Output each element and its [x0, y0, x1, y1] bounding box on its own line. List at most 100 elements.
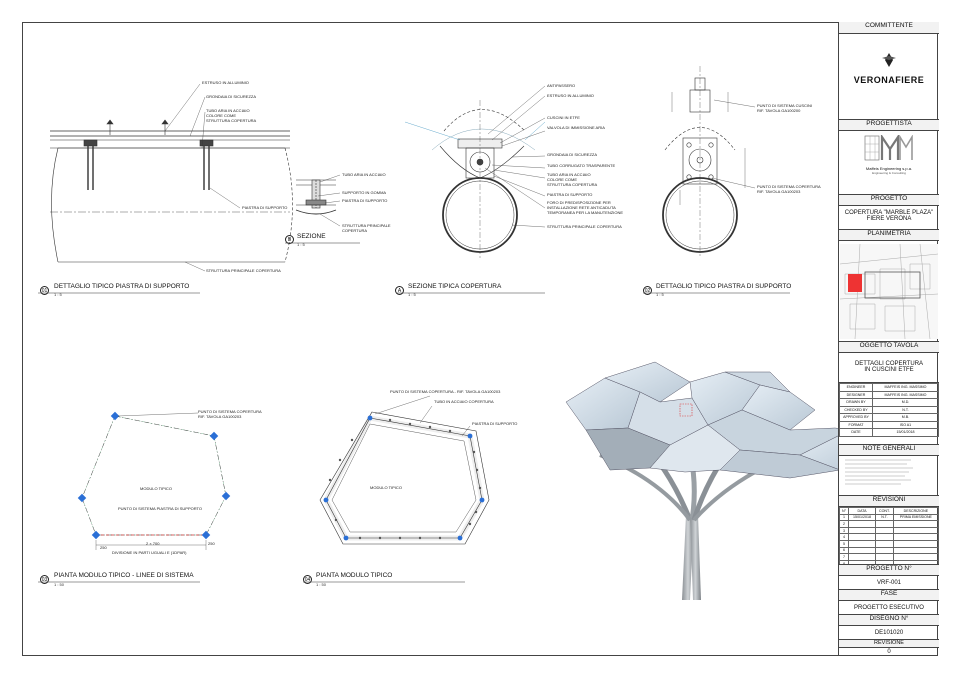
rev-row: 7: [838, 553, 940, 561]
v03-title: PIANTA MODULO TIPICO - LINEE DI SISTEMA: [54, 572, 194, 579]
title-block: COMMITTENTE VERONAFIERE PROGETTISTA Maff…: [838, 22, 940, 656]
notes-area: [839, 455, 939, 495]
project-line-2: FIERE VERONA: [866, 216, 912, 222]
info-key: CHECKED BY: [839, 405, 873, 414]
v01-label-5: STRUTTURA COPERTURA: [206, 118, 257, 123]
info-value: M.B.: [872, 413, 939, 422]
v01-scale: 1 : 5: [54, 292, 62, 297]
site-plan: [839, 240, 939, 341]
v03-label-3: MODULO TIPICO: [140, 486, 172, 491]
v03-scale: 1 : 50: [54, 582, 65, 587]
v03-label-5: DIVISIONE IN PARTI UGUALI E (1DPAR): [112, 550, 187, 555]
rev-cell: 1: [838, 513, 850, 522]
v03-label-1: PUNTO DI SISTEMA COPERTURA: [198, 409, 262, 414]
view-02-plate-detail: [643, 66, 790, 294]
vA-label-5: GRONDAIA DI SICUREZZA: [547, 152, 598, 157]
progetto-n-value: VRF-001: [839, 575, 939, 589]
rev-cell: [875, 533, 894, 541]
client-logo-area: VERONAFIERE: [839, 33, 939, 119]
v04-scale: 1 : 50: [316, 582, 327, 587]
designer-logo-area: Maffeis Engineering s.p.a. Engineering &…: [839, 130, 939, 194]
v04-title: PIANTA MODULO TIPICO: [316, 572, 393, 579]
vB-scale: 1 : 5: [297, 242, 305, 247]
vA-label-7: TUBO ARIA IN ACCIAIO: [547, 172, 591, 177]
designer-subtitle: Engineering & Consulting: [872, 171, 906, 175]
rev-cell: [848, 533, 877, 541]
vA-label-6: TUBO CORRUGATO TRASPARENTE: [547, 163, 616, 168]
disegno-header: DISEGNO N°: [839, 614, 939, 625]
rev-cell: [848, 520, 877, 528]
v04-label-2: TUBO IN ACCIAIO COPERTURA: [434, 399, 494, 404]
rev-cell: [875, 553, 894, 561]
vA-label-8: COLORE COME: [547, 177, 578, 182]
rev-cell: 2: [838, 520, 850, 528]
v04-label-4: MODULO TIPICO: [370, 485, 402, 490]
fase-value: PROGETTO ESECUTIVO: [839, 600, 939, 614]
v01-label-7: STRUTTURA PRINCIPALE COPERTURA: [206, 268, 281, 273]
rev-cell: [848, 546, 877, 555]
view-03-system-lines: [38, 411, 231, 583]
oggetto-line-1: DETTAGLI COPERTURA: [854, 361, 924, 367]
v03-dim-3: 250: [208, 541, 215, 546]
view-A-typical-section: [396, 85, 546, 294]
rev-cell: [848, 553, 877, 561]
view-01-pipe-detail: [38, 83, 293, 294]
v03-label-2: RIF. TAVOLA GA100203: [198, 414, 242, 419]
v01-title: DETTAGLIO TIPICO PIASTRA DI SUPPORTO: [54, 283, 190, 290]
v02-scale: 1 : 5: [656, 292, 664, 297]
rev-col-header: DESCRIZIONE: [892, 507, 940, 515]
progetto-header: PROGETTO: [839, 194, 939, 205]
drawing-canvas: [38, 66, 838, 600]
vB-label-2: SUPPORTO IN GOMMA: [342, 190, 387, 195]
vA-label-13: TEMPORANEA PER LA MANUTENZIONE: [547, 210, 624, 215]
info-value: MAFFEIS ING. MASSIMO: [872, 383, 939, 392]
v02-label-4: RIF. TAVOLA GA100203: [757, 189, 801, 194]
progetto-n-header: PROGETTO N°: [839, 564, 939, 575]
rev-cell: 5: [838, 539, 850, 548]
info-key: DATE: [839, 428, 873, 437]
vA-label-10: PIASTRA DI SUPPORTO: [547, 192, 593, 197]
rev-cell: 4: [838, 533, 850, 541]
v02-label-3: PUNTO DI SISTEMA COPERTURA: [757, 184, 821, 189]
revisioni-header: REVISIONI: [839, 495, 939, 506]
info-key: APPROVED BY: [839, 413, 873, 422]
info-key: DRAWN BY: [839, 398, 873, 407]
rev-cell: [875, 539, 894, 548]
fase-header: FASE: [839, 589, 939, 600]
rev-cell: [892, 539, 940, 548]
view-B-section: [285, 174, 360, 244]
rev-cell: 3: [838, 526, 850, 535]
vA-label-4: VALVOLA DI IMMISSIONE ARIA: [547, 125, 605, 130]
vA-label-2: ESTRUSO IN ALLUMINIO: [547, 93, 594, 98]
v02-label-1: PUNTO DI SISTEMA CUSCINI: [757, 103, 813, 108]
canopy-3d-render: [565, 361, 838, 600]
disegno-value: DE101020: [839, 625, 939, 639]
v03-dim-2: 2 × 700: [146, 541, 160, 546]
rev-cell: [848, 526, 877, 535]
rev-col-header: CONT.: [875, 507, 894, 515]
v01-label-2: GRONDAIA DI SICUREZZA: [206, 94, 257, 99]
v02-number: 02: [643, 286, 652, 295]
veronafiere-logo-icon: [882, 53, 896, 67]
rev-row: 5: [838, 539, 940, 548]
oggetto-header: OGGETTO TAVOLA: [839, 341, 939, 352]
vA-label-9: STRUTTURA COPERTURA: [547, 182, 598, 187]
rev-cell: [892, 526, 940, 535]
drawing-sheet-border: [22, 22, 938, 656]
maffeis-logo-icon: [864, 133, 913, 161]
info-value: ISO A1: [872, 420, 939, 429]
oggetto-value: DETTAGLI COPERTURA IN CUSCINI ETFE: [839, 352, 939, 382]
info-value: MAFFEIS ING. MASSIMO: [872, 390, 939, 399]
vA-label-3: CUSCINI IN ETFE: [547, 115, 580, 120]
rev-col-header: N°: [838, 507, 850, 515]
info-key: ENGINEER: [839, 383, 873, 392]
note-header: NOTE GENERALI: [839, 444, 939, 455]
